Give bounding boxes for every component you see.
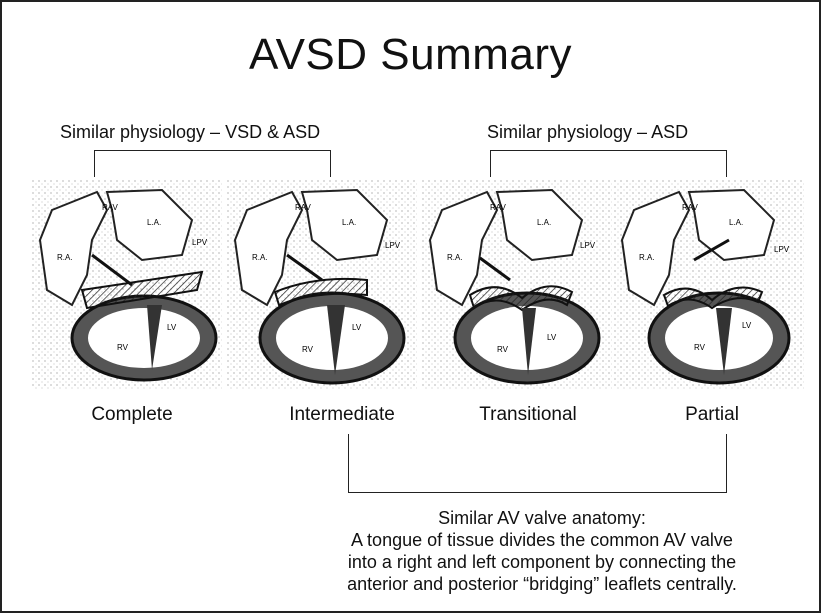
heart-label-rav: RAV <box>102 203 119 212</box>
heart-label-la: L.A. <box>729 218 743 227</box>
heart-label-la: L.A. <box>147 218 161 227</box>
heart-label-rv: RV <box>694 343 706 352</box>
caption-intermediate: Intermediate <box>252 404 432 426</box>
heart-label-lv: LV <box>352 323 362 332</box>
note-line-2: A tongue of tissue divides the common AV… <box>282 529 802 551</box>
heart-label-ra: R.A. <box>252 253 268 262</box>
av-valve-note: Similar AV valve anatomy: A tongue of ti… <box>282 507 802 595</box>
heart-label-ra: R.A. <box>447 253 463 262</box>
heart-transitional-illustration: RAV L.A. LPV R.A. RV LV <box>422 180 612 390</box>
heart-diagram-transitional: RAV L.A. LPV R.A. RV LV <box>422 180 612 390</box>
heart-label-rv: RV <box>117 343 129 352</box>
heart-label-ra: R.A. <box>639 253 655 262</box>
heart-label-rv: RV <box>497 345 509 354</box>
heart-diagram-intermediate: RAV L.A. LPV R.A. RV LV <box>227 180 417 390</box>
caption-partial: Partial <box>622 404 802 426</box>
group-label-vsd-asd: Similar physiology – VSD & ASD <box>60 122 320 143</box>
slide-title: AVSD Summary <box>2 30 819 80</box>
heart-label-lpv: LPV <box>580 241 596 250</box>
heart-label-lv: LV <box>547 333 557 342</box>
heart-complete-illustration: RAV L.A. LPV R.A. RV LV <box>32 180 222 390</box>
heart-label-ra: R.A. <box>57 253 73 262</box>
heart-label-la: L.A. <box>537 218 551 227</box>
heart-label-rav: RAV <box>682 203 699 212</box>
heart-label-lpv: LPV <box>385 241 401 250</box>
heart-intermediate-illustration: RAV L.A. LPV R.A. RV LV <box>227 180 417 390</box>
heart-label-lpv: LPV <box>192 238 208 247</box>
caption-complete: Complete <box>42 404 222 426</box>
caption-transitional: Transitional <box>438 404 618 426</box>
bracket-asd <box>490 150 727 177</box>
heart-label-rav: RAV <box>490 203 507 212</box>
heart-label-la: L.A. <box>342 218 356 227</box>
note-line-3: into a right and left component by conne… <box>282 551 802 573</box>
note-line-1: Similar AV valve anatomy: <box>282 507 802 529</box>
bracket-av-valve <box>348 434 727 493</box>
heart-label-lv: LV <box>742 321 752 330</box>
bracket-vsd-asd <box>94 150 331 177</box>
heart-partial-illustration: RAV L.A. LPV R.A. RV LV <box>614 180 804 390</box>
heart-label-rv: RV <box>302 345 314 354</box>
heart-diagram-partial: RAV L.A. LPV R.A. RV LV <box>614 180 804 390</box>
heart-label-rav: RAV <box>295 203 312 212</box>
heart-label-lpv: LPV <box>774 245 790 254</box>
group-label-asd: Similar physiology – ASD <box>487 122 688 143</box>
heart-diagram-complete: RAV L.A. LPV R.A. RV LV <box>32 180 222 390</box>
note-line-4: anterior and posterior “bridging” leafle… <box>282 573 802 595</box>
heart-label-lv: LV <box>167 323 177 332</box>
